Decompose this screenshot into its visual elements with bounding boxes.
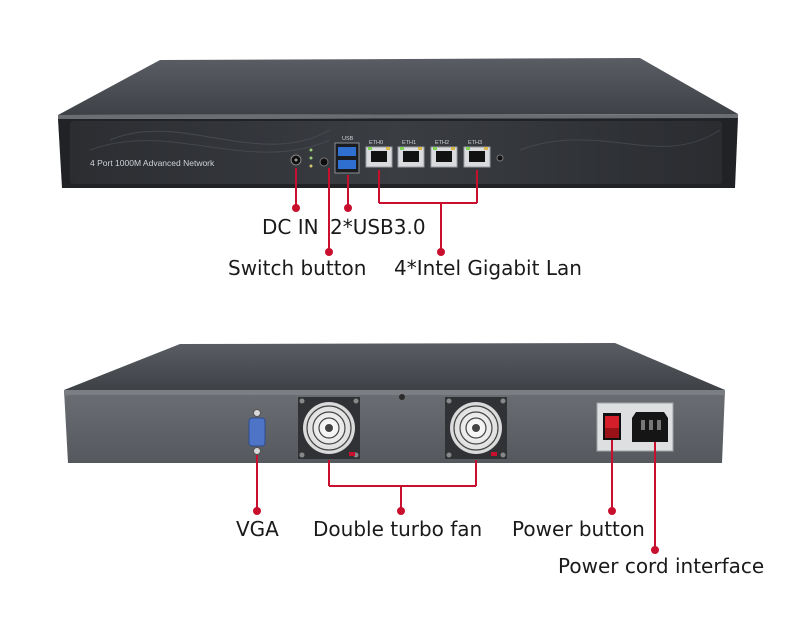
- led-icon: [309, 164, 313, 168]
- fan-callout-label: Double turbo fan: [313, 517, 483, 541]
- usb-callout-label: 2*USB3.0: [330, 215, 426, 239]
- front-faceplate: [70, 121, 722, 184]
- usb-port[interactable]: [338, 160, 356, 169]
- switch-button[interactable]: [319, 157, 329, 167]
- front-callout-dots: [292, 204, 445, 256]
- rear-chassis-top: [64, 343, 725, 390]
- fan-icon: [298, 397, 360, 459]
- usb-port[interactable]: [338, 147, 356, 156]
- power-button-label: Power button: [512, 517, 645, 541]
- led-icon: [309, 156, 313, 160]
- lan-port[interactable]: ETH1: [397, 140, 425, 168]
- front-chassis-top: [58, 58, 738, 115]
- lan-port[interactable]: ETH3: [463, 140, 491, 168]
- reset-hole: [496, 154, 504, 162]
- front-callout-lines: [295, 168, 478, 250]
- dc-in-label: DC IN: [262, 215, 319, 239]
- vga-port[interactable]: [248, 409, 266, 455]
- usb-text: USB: [342, 136, 354, 142]
- led-icon: [309, 148, 313, 152]
- fan-icon: [445, 397, 507, 459]
- rear-unit: [64, 343, 725, 463]
- lan-port[interactable]: ETH0: [365, 140, 393, 168]
- svg-text:ETH0: ETH0: [369, 140, 383, 146]
- rear-callout-dots: [253, 507, 659, 554]
- svg-text:ETH1: ETH1: [402, 140, 416, 146]
- rear-panel: [64, 390, 725, 463]
- rear-callout-lines: [256, 440, 656, 548]
- brand-text: 4 Port 1000M Advanced Network: [90, 158, 215, 168]
- lan-callout-label: 4*Intel Gigabit Lan: [394, 256, 582, 280]
- front-unit: 4 Port 1000M Advanced Network USB ETH0 E…: [58, 58, 738, 188]
- lan-port[interactable]: ETH2: [430, 140, 458, 168]
- svg-text:ETH3: ETH3: [468, 140, 482, 146]
- power-cord-label: Power cord interface: [558, 554, 765, 578]
- switch-button-label: Switch button: [228, 256, 367, 280]
- vga-label: VGA: [236, 517, 279, 541]
- svg-text:ETH2: ETH2: [435, 140, 449, 146]
